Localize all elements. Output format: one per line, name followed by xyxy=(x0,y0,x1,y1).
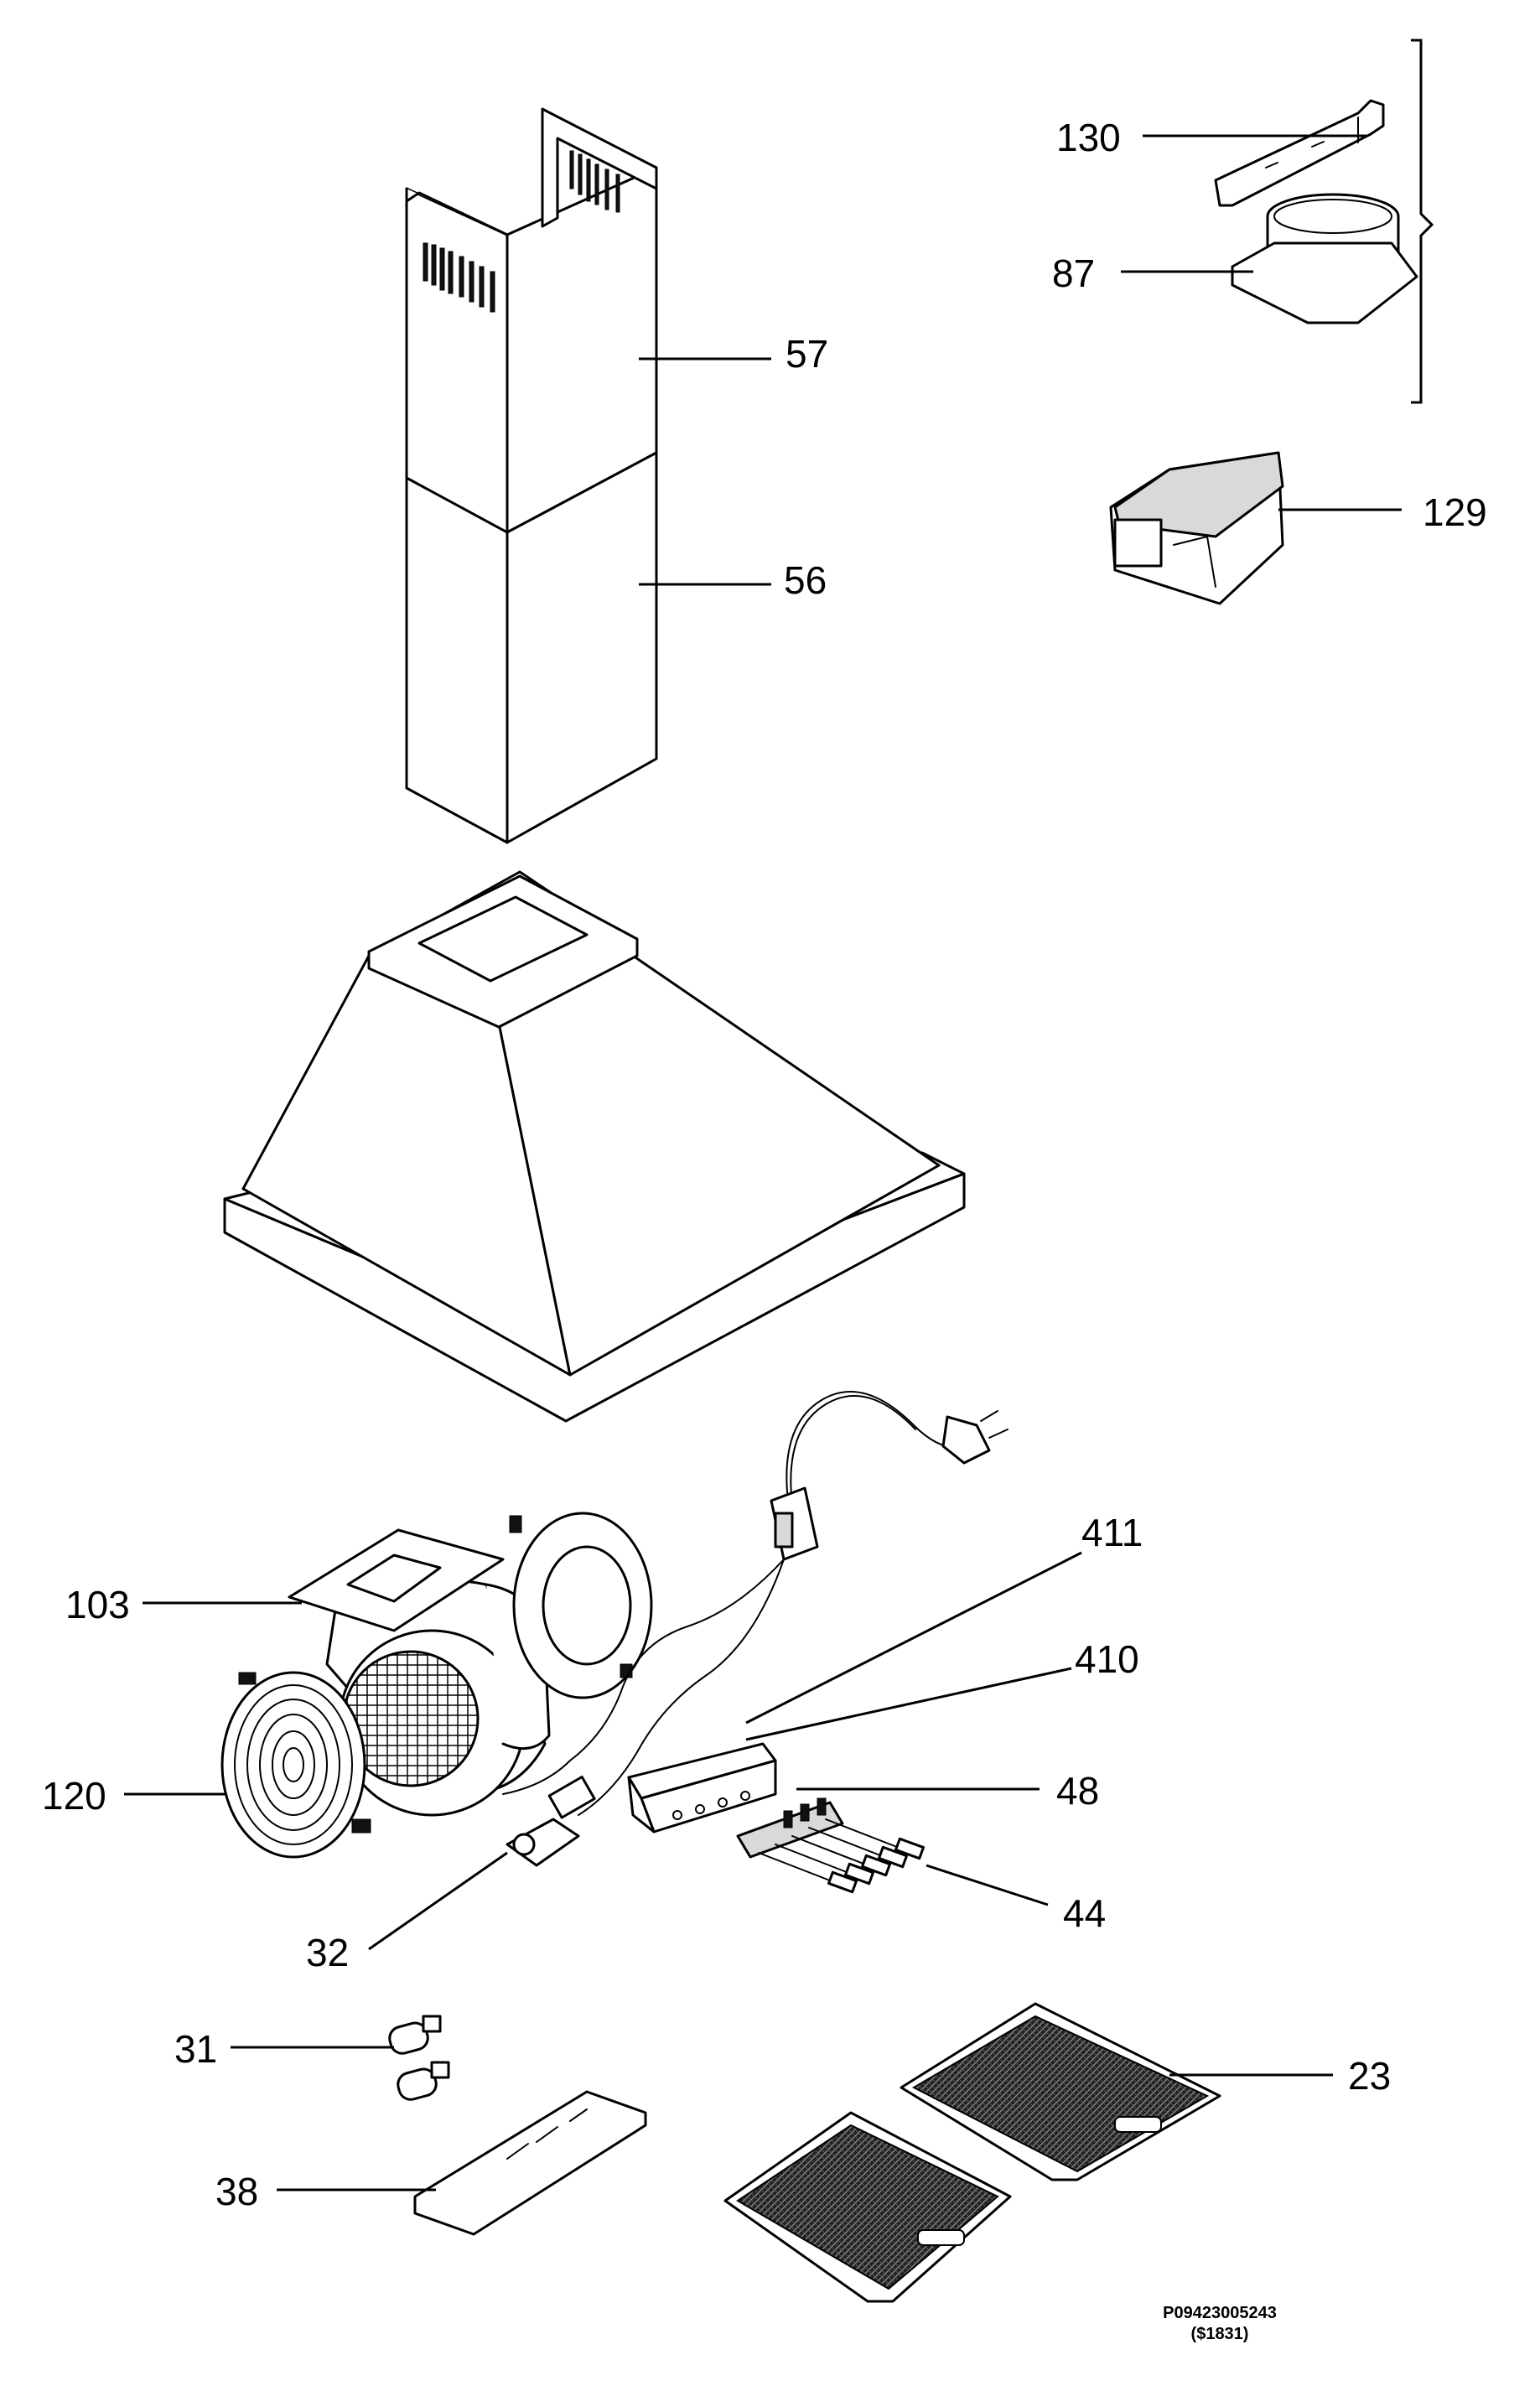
part-129 xyxy=(1109,451,1284,605)
duct-adapter-part-87 xyxy=(1231,193,1418,324)
lamp-holder-part-32 xyxy=(506,1776,596,1867)
callout-48: 48 xyxy=(1056,1769,1099,1813)
callout-130: 130 xyxy=(1056,116,1121,159)
callout-129: 129 xyxy=(1423,490,1487,534)
bracket-brace xyxy=(1411,39,1434,404)
drawing-code: P09423005243 ($1831) xyxy=(1163,2304,1277,2343)
drawing-number: P09423005243 xyxy=(1163,2304,1277,2322)
callout-44: 44 xyxy=(1063,1891,1106,1935)
callout-32: 32 xyxy=(306,1931,349,1974)
lamp-glass-part-38 xyxy=(413,2090,647,2236)
blower-cover xyxy=(509,1512,653,1699)
callout-410: 410 xyxy=(1075,1637,1139,1681)
callout-56: 56 xyxy=(784,558,827,602)
callout-57: 57 xyxy=(786,332,828,376)
callout-411: 411 xyxy=(1081,1511,1143,1554)
callout-120: 120 xyxy=(42,1774,106,1818)
callout-23: 23 xyxy=(1348,2054,1391,2098)
callout-38: 38 xyxy=(215,2170,258,2213)
callout-87: 87 xyxy=(1052,252,1095,295)
grease-filter-front xyxy=(723,2111,1012,2303)
callout-103: 103 xyxy=(65,1583,130,1626)
leader-lines xyxy=(124,134,1402,2191)
callout-31: 31 xyxy=(174,2027,217,2071)
mounting-bracket-part-130 xyxy=(1214,99,1385,207)
hood-canopy xyxy=(223,870,966,1423)
junction-box xyxy=(770,1486,819,1561)
power-cord xyxy=(786,1391,1009,1506)
knobs-part-44 xyxy=(758,1818,925,1894)
fan-guard-part-120 xyxy=(220,1671,371,1859)
switch-block-part-48 xyxy=(736,1797,844,1859)
lamps-part-31 xyxy=(388,2015,450,2101)
blower-flange-part-103 xyxy=(288,1528,505,1632)
control-box-part-410 xyxy=(627,1742,777,1834)
drawing-reference: ($1831) xyxy=(1191,2325,1249,2343)
chimney-lower-part-56 xyxy=(405,451,658,844)
callout-labels: 130 87 57 56 129 411 410 103 48 120 44 3… xyxy=(42,116,1487,2213)
chimney-upper-part-57 xyxy=(405,107,658,534)
motor-housing xyxy=(325,1578,551,1817)
grease-filter-back xyxy=(900,2002,1221,2181)
wiring-harness xyxy=(502,1559,785,1816)
